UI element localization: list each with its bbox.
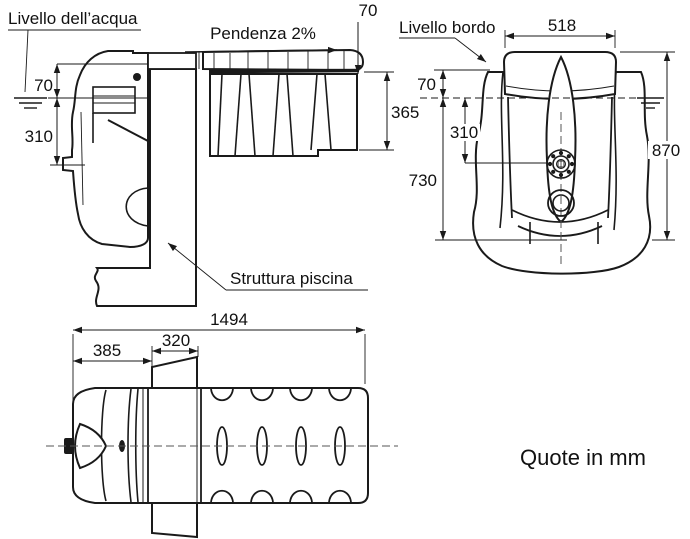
front-view: 518 Livello bordo 70 310 730 870 [399, 16, 685, 275]
dim-side-70-left: 70 [34, 76, 53, 95]
connection-flange [546, 149, 576, 179]
dim-plan-320: 320 [162, 331, 190, 350]
channel-body [209, 73, 358, 157]
nose-nub [64, 438, 74, 454]
channel-joint-strip [208, 68, 360, 74]
label-pool-structure: Struttura piscina [230, 269, 353, 288]
drain-outlet [547, 189, 575, 217]
dim-front-70: 70 [417, 75, 436, 94]
side-section-view: 70 310 70 365 Livello dell’acqua Pendenz… [8, 1, 419, 307]
water-level-icon [637, 97, 664, 109]
dim-front-730: 730 [409, 171, 437, 190]
channel-lid-joints [213, 51, 345, 69]
dim-front-870: 870 [652, 141, 680, 160]
plan-view: 1494 385 320 [46, 310, 398, 539]
deck-piece [147, 52, 197, 70]
outlet-opening [125, 187, 149, 227]
channel-lid [202, 48, 365, 72]
pool-wall-plan-lower [151, 502, 198, 539]
units-note: Quote in mm [520, 445, 646, 470]
dim-side-70-top: 70 [359, 1, 378, 20]
pool-wall-section [93, 68, 197, 307]
dim-side-310-left: 310 [25, 127, 53, 146]
skimmer-body-side [62, 50, 149, 249]
slope-arrow [184, 46, 338, 54]
label-edge-level: Livello bordo [399, 18, 495, 37]
dim-side-365: 365 [391, 103, 419, 122]
pool-structure-leader [167, 242, 227, 291]
label-water-level: Livello dell’acqua [8, 9, 138, 28]
weir-box [92, 86, 149, 143]
water-level-icon [14, 97, 47, 109]
dim-plan-1494: 1494 [210, 310, 248, 329]
channel-ribs [217, 73, 332, 157]
dim-front-310: 310 [450, 123, 478, 142]
dim-plan-385: 385 [93, 341, 121, 360]
dim-front-518: 518 [548, 16, 576, 35]
screw-dot [133, 73, 141, 81]
pool-wall-plan-upper [151, 355, 198, 389]
label-slope: Pendenza 2% [210, 24, 316, 43]
edge-level-leader [454, 37, 487, 63]
